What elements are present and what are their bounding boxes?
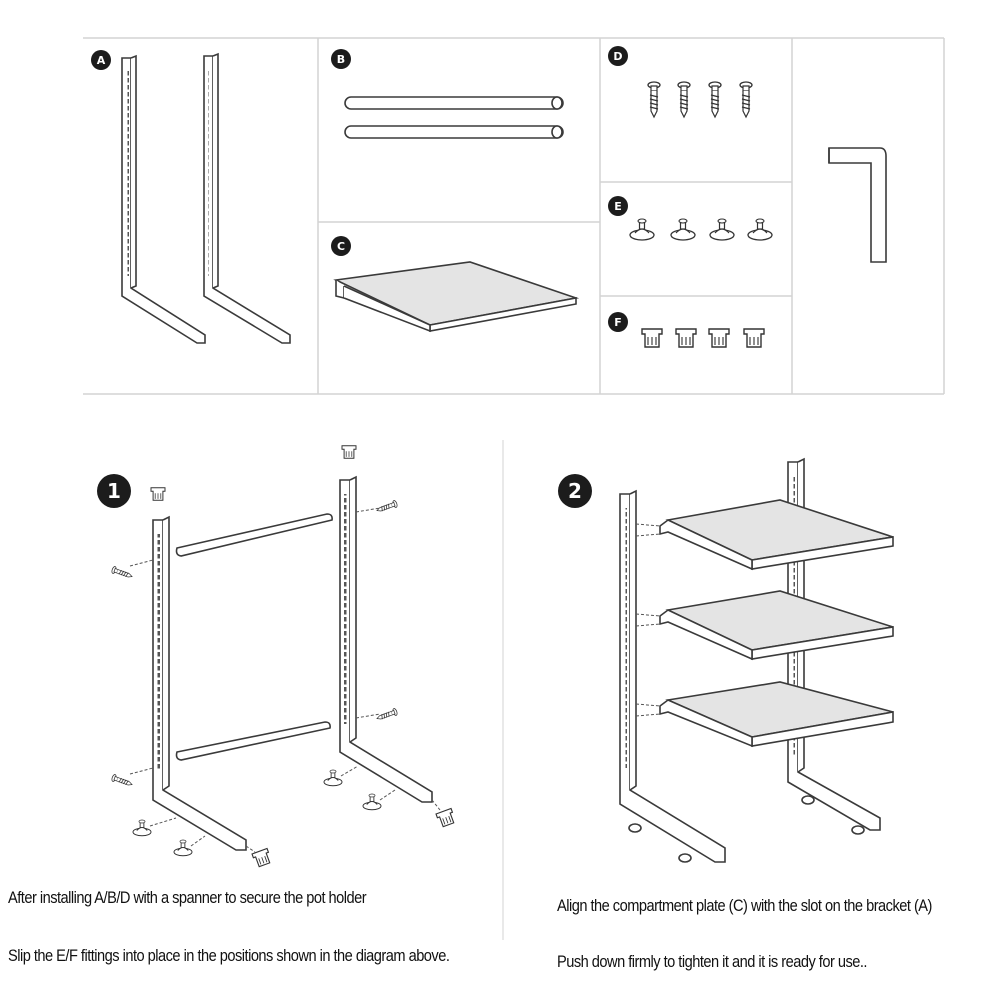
- foot-pad-icon: [132, 819, 152, 837]
- parts-grid: [83, 37, 945, 395]
- hex-key-icon: [828, 147, 887, 263]
- part-a-brackets: [121, 52, 291, 344]
- part-d-screws: [647, 81, 753, 118]
- part-e-feet: [629, 218, 773, 241]
- part-f-caps: [641, 328, 765, 348]
- foot-pad-icon: [173, 839, 193, 857]
- screw-icon: [110, 565, 134, 581]
- part-c-shelf: [333, 261, 580, 333]
- end-cap-icon: [150, 487, 166, 501]
- foot-pad-icon: [323, 769, 343, 787]
- step-1-instruction-line-2: Slip the E/F fittings into place in the …: [8, 946, 450, 965]
- step-2-instruction-line-2: Push down firmly to tighten it and it is…: [557, 952, 867, 971]
- screw-icon: [739, 81, 753, 118]
- foot-pad-icon: [670, 218, 696, 241]
- step-1-instruction-line-1: After installing A/B/D with a spanner to…: [8, 888, 367, 907]
- end-cap-icon: [743, 328, 765, 348]
- screw-icon: [647, 81, 661, 118]
- foot-pad-icon: [629, 218, 655, 241]
- end-cap-icon: [435, 807, 457, 829]
- screw-icon: [375, 499, 399, 515]
- end-cap-icon: [341, 445, 357, 459]
- foot-pad-icon: [709, 218, 735, 241]
- end-cap-icon: [708, 328, 730, 348]
- badge-f: F: [614, 316, 622, 329]
- foot-pad-icon: [747, 218, 773, 241]
- screw-icon: [375, 707, 399, 723]
- step-1-badge: 1: [107, 479, 121, 503]
- step-1-illustration: 1: [97, 445, 457, 869]
- part-b-rods: [344, 96, 564, 139]
- screw-icon: [110, 773, 134, 789]
- badge-a: A: [97, 54, 106, 67]
- end-cap-icon: [641, 328, 663, 348]
- badge-c: C: [337, 240, 345, 253]
- end-cap-icon: [251, 847, 273, 869]
- step-2-instruction-line-1: Align the compartment plate (C) with the…: [557, 896, 932, 915]
- badge-d: D: [613, 50, 622, 63]
- end-cap-icon: [675, 328, 697, 348]
- foot-pad-icon: [362, 793, 382, 811]
- step-2-illustration: 2: [558, 457, 894, 863]
- part-badges: A B C D E F: [91, 46, 628, 332]
- badge-b: B: [337, 53, 345, 66]
- screw-icon: [677, 81, 691, 118]
- screw-icon: [708, 81, 722, 118]
- step-2-badge: 2: [568, 479, 582, 503]
- badge-e: E: [614, 200, 622, 213]
